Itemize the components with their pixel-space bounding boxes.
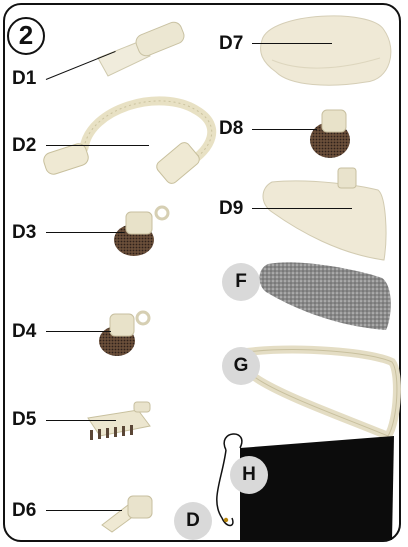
badge-h: H — [230, 456, 268, 494]
step-number-badge: 2 — [7, 17, 45, 55]
d7-cloth-bonnet-image — [261, 16, 391, 85]
badge-g: G — [222, 347, 260, 385]
badge-f: F — [222, 263, 260, 301]
label-d5: D5 — [12, 410, 36, 429]
leader-d8 — [252, 129, 317, 130]
label-d1: D1 — [12, 69, 36, 88]
label-d2: D2 — [12, 136, 36, 155]
leader-d2 — [46, 145, 149, 146]
leader-d7 — [252, 43, 332, 44]
label-d4: D4 — [12, 322, 36, 341]
f-microfibre-pad-image — [259, 262, 390, 330]
label-d3: D3 — [12, 223, 36, 242]
leader-d5 — [46, 420, 116, 421]
label-d8: D8 — [219, 119, 243, 138]
d4-round-brush-image — [99, 312, 149, 356]
d1-nozzle-image — [98, 20, 186, 76]
leader-d4 — [46, 331, 111, 332]
d2-hose-image — [42, 101, 212, 186]
d9-floor-head-image — [263, 168, 386, 260]
d8-round-brush-image — [310, 110, 350, 158]
badge-d: D — [174, 502, 212, 540]
label-d6: D6 — [12, 501, 36, 520]
leader-d9 — [252, 208, 352, 209]
g-carpet-glider-image — [241, 350, 397, 436]
leader-d6 — [46, 510, 122, 511]
label-d9: D9 — [219, 199, 243, 218]
leader-d3 — [46, 232, 124, 233]
label-d7: D7 — [219, 34, 243, 53]
d6-angled-nozzle-image — [102, 496, 152, 532]
